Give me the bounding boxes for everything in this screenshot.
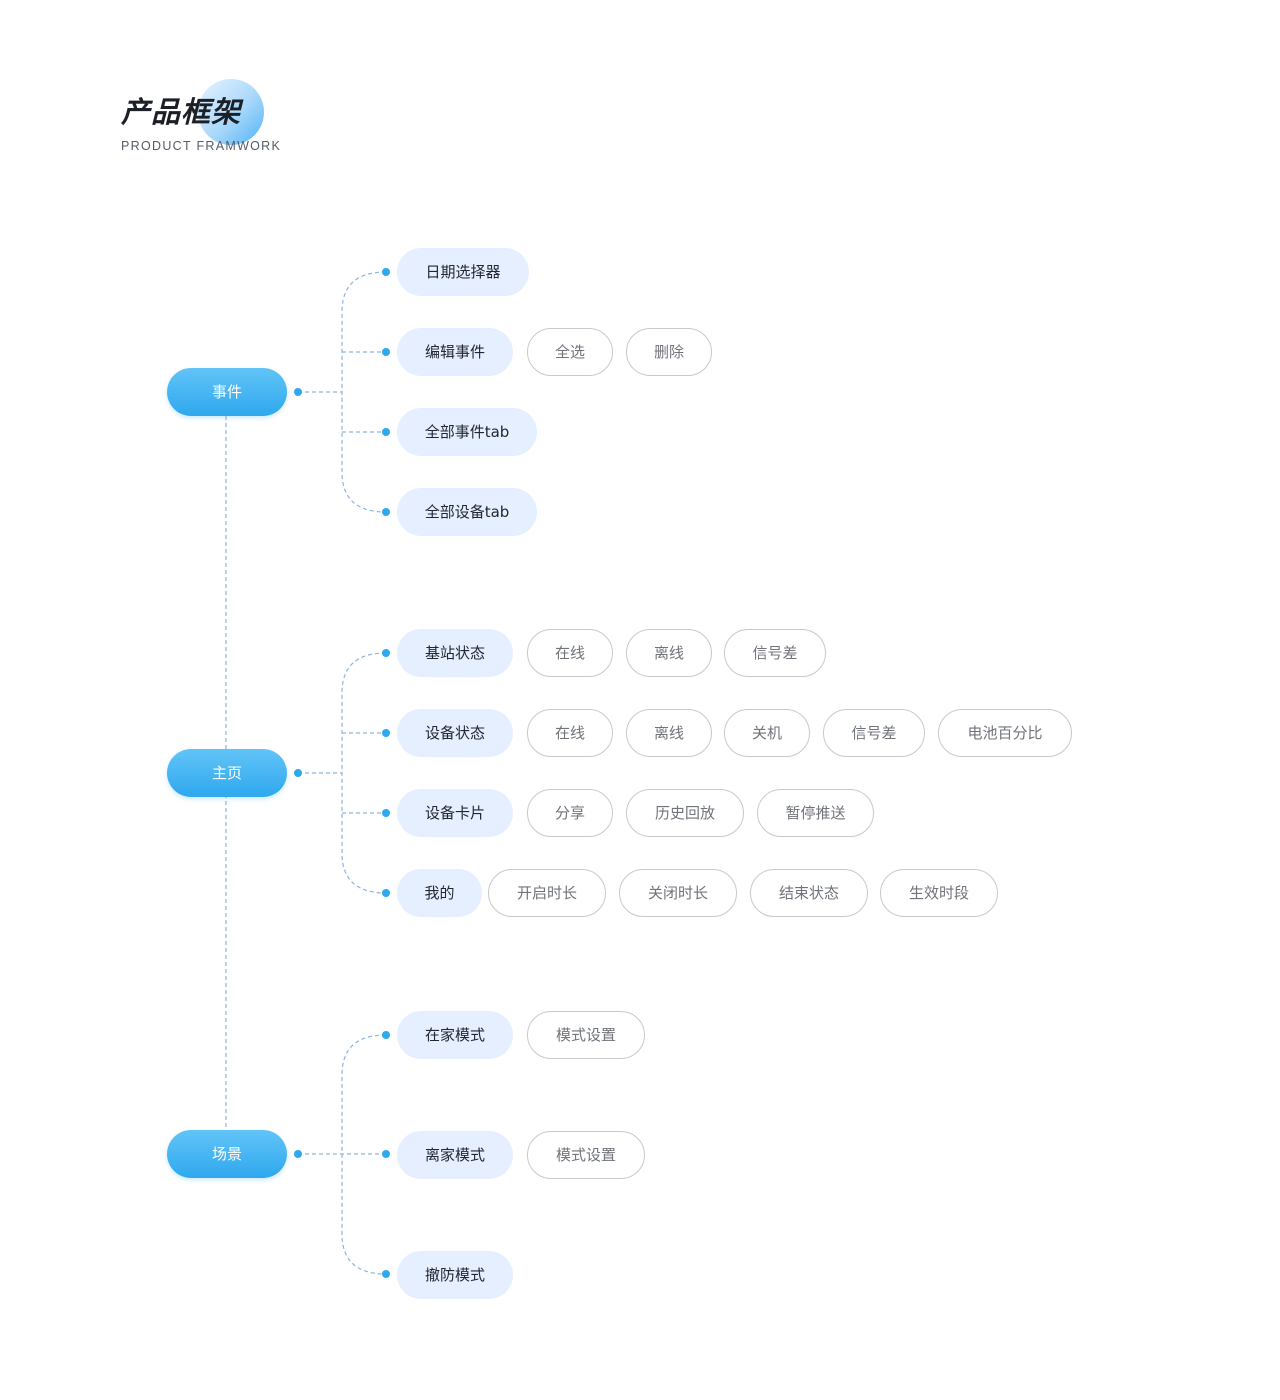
leaf-home-mode-settings[interactable]: 模式设置 xyxy=(527,1011,645,1059)
node-device-card[interactable]: 设备卡片 xyxy=(397,789,513,837)
bracket-home xyxy=(341,652,387,894)
leaf-device-offline[interactable]: 离线 xyxy=(626,709,712,757)
page-subtitle: PRODUCT FRAMWORK xyxy=(121,139,282,153)
leaf-effective-period[interactable]: 生效时段 xyxy=(880,869,998,917)
leaf-pause-push[interactable]: 暂停推送 xyxy=(757,789,874,837)
node-home-mode[interactable]: 在家模式 xyxy=(397,1011,513,1059)
leaf-on-duration[interactable]: 开启时长 xyxy=(488,869,606,917)
bracket-events xyxy=(341,271,387,513)
leaf-battery-percent[interactable]: 电池百分比 xyxy=(938,709,1072,757)
leaf-device-weak-signal[interactable]: 信号差 xyxy=(823,709,925,757)
root-node-home[interactable]: 主页 xyxy=(167,749,287,797)
node-edit-events[interactable]: 编辑事件 xyxy=(397,328,513,376)
leaf-base-offline[interactable]: 离线 xyxy=(626,629,712,677)
node-mine[interactable]: 我的 xyxy=(397,869,482,917)
node-all-events-tab[interactable]: 全部事件tab xyxy=(397,408,537,456)
leaf-end-status[interactable]: 结束状态 xyxy=(750,869,868,917)
leaf-away-mode-settings[interactable]: 模式设置 xyxy=(527,1131,645,1179)
node-all-devices-tab[interactable]: 全部设备tab xyxy=(397,488,537,536)
leaf-device-online[interactable]: 在线 xyxy=(527,709,613,757)
bracket-scenes xyxy=(341,1034,387,1275)
node-disarm-mode[interactable]: 撤防模式 xyxy=(397,1251,513,1299)
leaf-playback[interactable]: 历史回放 xyxy=(626,789,744,837)
leaf-off-duration[interactable]: 关闭时长 xyxy=(619,869,737,917)
node-device-status[interactable]: 设备状态 xyxy=(397,709,513,757)
leaf-delete[interactable]: 删除 xyxy=(626,328,712,376)
node-away-mode[interactable]: 离家模式 xyxy=(397,1131,513,1179)
leaf-share[interactable]: 分享 xyxy=(527,789,613,837)
root-node-events[interactable]: 事件 xyxy=(167,368,287,416)
node-date-picker[interactable]: 日期选择器 xyxy=(397,248,529,296)
connector-dots xyxy=(294,268,390,1278)
title-decoration-circle xyxy=(198,79,264,145)
page-title: 产品框架 xyxy=(121,95,242,129)
leaf-device-power-off[interactable]: 关机 xyxy=(724,709,810,757)
node-base-station-status[interactable]: 基站状态 xyxy=(397,629,513,677)
root-node-scenes[interactable]: 场景 xyxy=(167,1130,287,1178)
leaf-select-all[interactable]: 全选 xyxy=(527,328,613,376)
leaf-base-weak-signal[interactable]: 信号差 xyxy=(724,629,826,677)
leaf-base-online[interactable]: 在线 xyxy=(527,629,613,677)
